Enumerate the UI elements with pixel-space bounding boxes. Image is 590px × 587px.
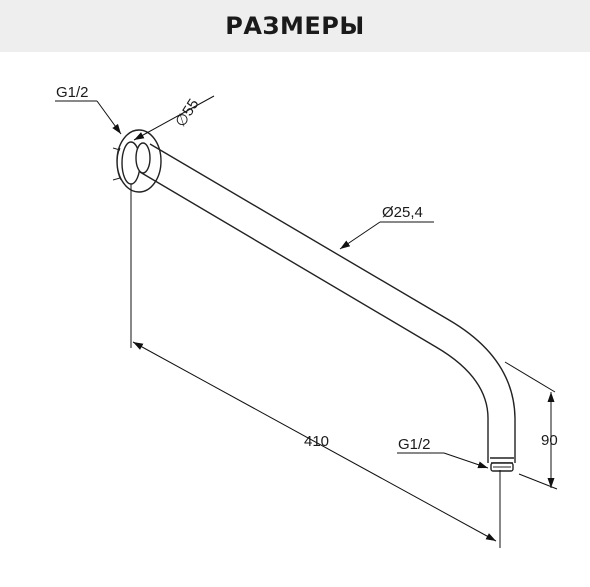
thread-outlet-dimension: G1/2 [397,436,489,469]
header-bar: РАЗМЕРЫ [0,0,590,52]
length-label: 410 [304,433,329,450]
shower-arm-pipe [135,142,516,472]
flange-diameter-dimension: ∅55 [133,95,215,141]
page-title: РАЗМЕРЫ [225,12,365,40]
technical-drawing: G1/2 ∅55 Ø25,4 410 90 G1/2 [55,84,558,548]
thread-outlet-label: G1/2 [398,436,431,453]
thread-flange-label: G1/2 [56,84,89,101]
height-dimension [504,361,558,490]
thread-flange-dimension: G1/2 [55,84,122,135]
flange-diameter-label: ∅55 [172,96,202,130]
height-label: 90 [541,432,558,449]
length-dimension [130,184,501,548]
pipe-diameter-label: Ø25,4 [382,204,423,221]
pipe-diameter-dimension: Ø25,4 [339,204,434,250]
